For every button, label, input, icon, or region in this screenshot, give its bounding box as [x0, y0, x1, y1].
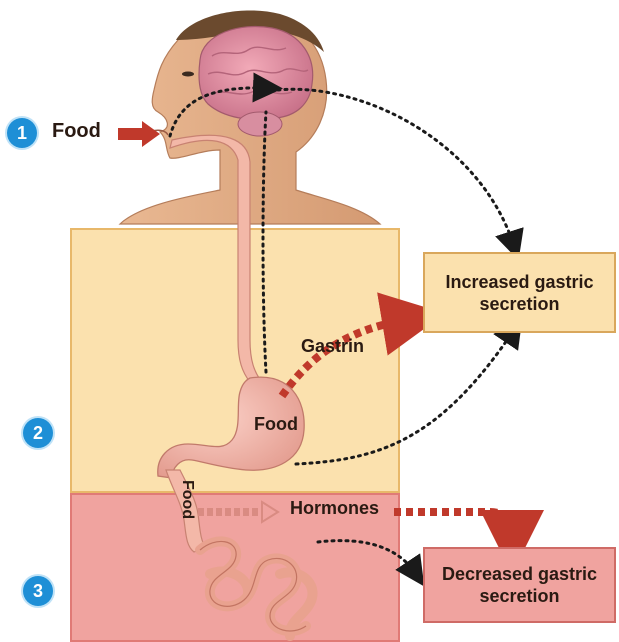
esophagus: [170, 135, 262, 382]
step-badge-1: 1: [7, 118, 37, 148]
food-intake-label: Food: [52, 120, 101, 143]
decreased-secretion-box: Decreased gastric secretion: [423, 547, 616, 623]
hormones-label: Hormones: [290, 498, 379, 519]
food-intake-arrow: [118, 121, 160, 147]
step-badge-2: 2: [23, 418, 53, 448]
small-intestine: [200, 541, 313, 636]
step-badge-3: 3: [23, 576, 53, 606]
gastrin-pathway: [282, 320, 406, 396]
hormones-pathway: [394, 512, 512, 534]
stomach-food-label: Food: [254, 414, 298, 435]
gastrin-label: Gastrin: [301, 336, 364, 357]
increased-secretion-box: Increased gastric secretion: [423, 252, 616, 333]
duodenum-food-label: Food: [178, 480, 196, 519]
